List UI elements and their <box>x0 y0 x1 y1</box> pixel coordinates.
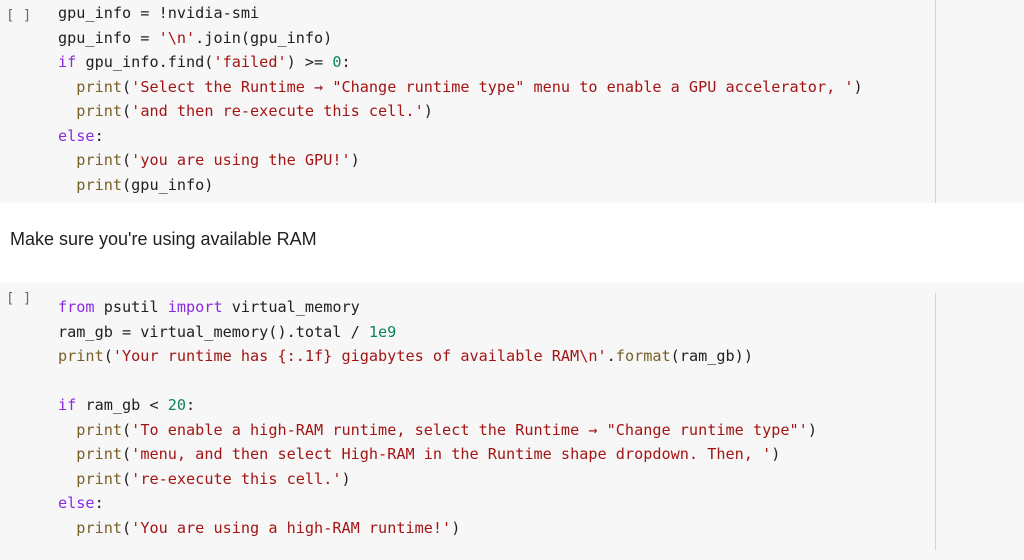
text-cell-ram-heading: Make sure you're using available RAM <box>10 229 317 249</box>
code-token: 1e9 <box>368 322 397 341</box>
code-token: ( <box>103 347 113 365</box>
code-line: ​ <box>58 369 817 394</box>
code-line: ram_gb = virtual_memory().total / 1e9 <box>58 320 817 345</box>
code-line: print('menu, and then select High-RAM in… <box>58 442 817 467</box>
code-line: print(gpu_info) <box>58 173 863 198</box>
code-token: : <box>94 126 104 145</box>
code-token: 'failed' <box>213 53 287 71</box>
code-line: gpu_info = !nvidia-smi <box>58 1 863 26</box>
code-token: if <box>58 396 77 414</box>
code-token: ) <box>423 102 433 120</box>
code-line: print('To enable a high-RAM runtime, sel… <box>58 418 817 443</box>
code-token: (gpu_info) <box>122 175 214 194</box>
code-editor[interactable]: gpu_info = !nvidia-smi gpu_info = '\n'.jo… <box>58 1 863 197</box>
code-token: ) >= <box>286 53 333 71</box>
code-token: print <box>76 175 123 194</box>
code-token: ( <box>122 420 132 439</box>
code-cell-gpu-check[interactable]: [ ] gpu_info = !nvidia-smi gpu_info = '\n… <box>0 0 1024 203</box>
code-token: ( <box>122 102 132 120</box>
code-token: print <box>76 151 123 169</box>
code-token <box>58 445 76 463</box>
code-token: else <box>58 494 95 512</box>
line-length-ruler <box>935 0 936 203</box>
code-line: gpu_info = '\n'.join(gpu_info) <box>58 26 863 51</box>
code-line: print('Your runtime has {:.1f} gigabytes… <box>58 344 817 369</box>
code-token: 'menu, and then select High-RAM in the R… <box>131 445 772 463</box>
code-line: else: <box>58 124 863 149</box>
code-token <box>58 176 76 194</box>
run-cell-button[interactable]: [ ] <box>6 8 32 24</box>
code-token <box>58 78 76 96</box>
code-token: ) <box>451 518 461 537</box>
code-token: print <box>76 445 123 463</box>
code-line: print('re-execute this cell.') <box>58 467 817 492</box>
code-token <box>58 151 76 169</box>
code-token: print <box>76 469 123 488</box>
code-token <box>58 470 76 488</box>
code-line: print('Select the Runtime → "Change runt… <box>58 75 863 100</box>
code-token: else <box>58 126 95 145</box>
code-token: ram_gb < <box>76 396 168 414</box>
code-line: else: <box>58 491 817 516</box>
code-token: ( <box>122 151 132 169</box>
code-token: (ram_gb)) <box>670 347 753 365</box>
code-token: 'You are using a high-RAM runtime!' <box>131 518 452 537</box>
code-token: psutil <box>94 298 168 316</box>
code-token: ) <box>350 151 360 169</box>
code-token: : <box>186 396 196 414</box>
code-token: : <box>94 494 104 512</box>
code-token: 'Select the Runtime → "Change runtime ty… <box>131 77 854 96</box>
code-token: ( <box>122 77 132 96</box>
run-cell-button[interactable]: [ ] <box>6 291 32 307</box>
code-token: . <box>606 347 616 365</box>
code-token: 'and then re-execute this cell.' <box>131 102 424 120</box>
code-token: '\n' <box>158 28 196 47</box>
code-token: format <box>615 347 671 365</box>
code-line: print('and then re-execute this cell.') <box>58 99 863 124</box>
code-token: 'you are using the GPU!' <box>131 151 351 169</box>
line-length-ruler <box>935 293 936 550</box>
code-token: .join(gpu_info) <box>195 28 333 47</box>
code-token: : <box>341 53 351 71</box>
code-line: if gpu_info.find('failed') >= 0: <box>58 50 863 75</box>
code-token <box>58 421 76 439</box>
code-token: 're-execute this cell.' <box>131 469 342 488</box>
code-token: print <box>76 77 123 96</box>
code-token: print <box>76 518 123 537</box>
code-token: 0 <box>332 53 342 71</box>
code-line: from psutil import virtual_memory <box>58 295 817 320</box>
code-line: print('you are using the GPU!') <box>58 148 863 173</box>
code-token: ( <box>122 518 132 537</box>
code-token: 'Your runtime has {:.1f} gigabytes of av… <box>112 347 607 365</box>
code-token: ram_gb = virtual_memory().total / <box>58 322 369 341</box>
code-token: gpu_info = !nvidia-smi <box>58 4 260 22</box>
code-token: print <box>76 102 123 120</box>
code-line: print('You are using a high-RAM runtime!… <box>58 516 817 541</box>
code-token: if <box>58 53 77 71</box>
code-token: from <box>58 298 95 316</box>
code-token: ) <box>771 445 781 463</box>
code-token: print <box>58 347 104 365</box>
code-token: ) <box>341 469 351 488</box>
code-token: 20 <box>167 396 187 414</box>
code-token: ) <box>853 77 863 96</box>
code-token: gpu_info.find( <box>76 53 214 71</box>
code-token: gpu_info = <box>58 28 159 47</box>
code-token: print <box>76 420 123 439</box>
code-token: ) <box>807 420 817 439</box>
code-token: ( <box>122 469 132 488</box>
code-token: virtual_memory <box>222 298 360 316</box>
code-line: if ram_gb < 20: <box>58 393 817 418</box>
code-token: ( <box>122 445 132 463</box>
code-token <box>58 519 76 537</box>
code-token: 'To enable a high-RAM runtime, select th… <box>131 420 808 439</box>
code-token: import <box>167 298 223 316</box>
code-token <box>58 102 76 120</box>
